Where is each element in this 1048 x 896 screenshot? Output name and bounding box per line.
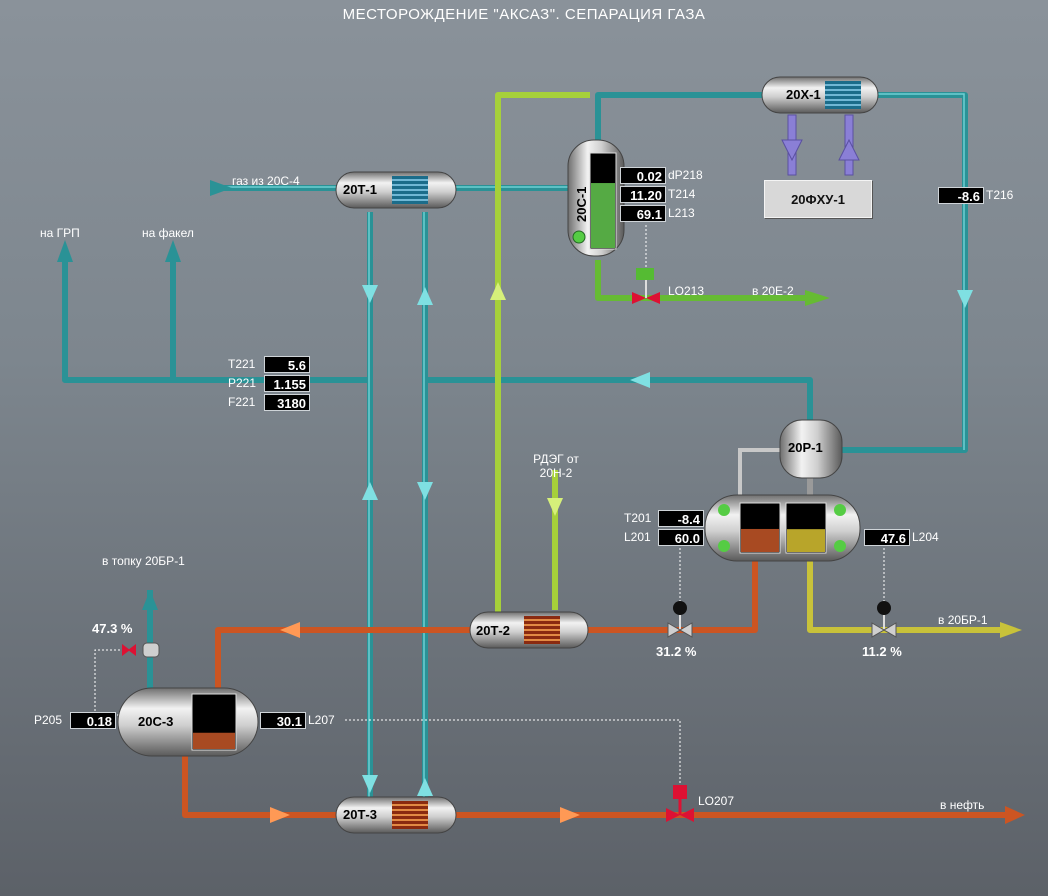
screen-title: МЕСТОРОЖДЕНИЕ "АКСАЗ". СЕПАРАЦИЯ ГАЗА bbox=[342, 6, 706, 23]
tag-p221: P221 bbox=[228, 376, 257, 390]
tag-l204: L204 bbox=[912, 530, 939, 544]
readout-f221[interactable]: 3180 bbox=[264, 394, 310, 411]
label-rdeg-line1: РДЭГ от bbox=[533, 452, 579, 466]
label-to-br1: в 20БР-1 bbox=[938, 613, 988, 627]
valve-v201[interactable] bbox=[667, 601, 693, 638]
tag-t216: T216 bbox=[986, 188, 1014, 202]
label-to-furnace: в топку 20БР-1 bbox=[102, 554, 185, 568]
readout-l213[interactable]: 69.1 bbox=[620, 205, 666, 222]
tag-t201: T201 bbox=[624, 511, 652, 525]
readout-l201[interactable]: 60.0 bbox=[658, 529, 704, 546]
readout-l204[interactable]: 47.6 bbox=[864, 529, 910, 546]
label-20t3: 20Т-3 bbox=[343, 807, 377, 822]
heat-exchanger-20t3[interactable] bbox=[335, 796, 457, 834]
signal-lines bbox=[94, 225, 885, 790]
label-20p1: 20Р-1 bbox=[788, 440, 823, 455]
readout-t201[interactable]: -8.4 bbox=[658, 510, 704, 527]
readout-t221[interactable]: 5.6 bbox=[264, 356, 310, 373]
valve-v204-opening: 11.2 % bbox=[862, 644, 902, 659]
heat-exchanger-20t1[interactable] bbox=[335, 171, 457, 209]
separator-20c3[interactable] bbox=[117, 687, 259, 757]
tag-l207: L207 bbox=[308, 713, 335, 727]
label-rdeg: РДЭГ от 20Н-2 bbox=[524, 452, 588, 480]
label-20x1: 20Х-1 bbox=[786, 87, 821, 102]
unit-20fhu1[interactable]: 20ФХУ-1 bbox=[764, 180, 872, 218]
label-lo207: LO207 bbox=[698, 794, 735, 808]
label-lo213: LO213 bbox=[668, 284, 705, 298]
label-20t1: 20Т-1 bbox=[343, 182, 377, 197]
tag-dp218: dP218 bbox=[668, 168, 703, 182]
valve-v205-opening: 47.3 % bbox=[92, 621, 133, 636]
tag-l201: L201 bbox=[624, 530, 651, 544]
three-phase-separator[interactable] bbox=[704, 494, 861, 562]
label-gas-in: газ из 20С-4 bbox=[232, 174, 300, 188]
valve-v205[interactable] bbox=[122, 642, 160, 658]
readout-t216[interactable]: -8.6 bbox=[938, 187, 984, 204]
vessel-20p1[interactable] bbox=[779, 419, 843, 479]
valve-lo213[interactable] bbox=[632, 268, 660, 304]
gas-pipes bbox=[62, 92, 968, 800]
label-20t2: 20Т-2 bbox=[476, 623, 510, 638]
label-rdeg-line2: 20Н-2 bbox=[539, 466, 573, 480]
label-to-oil: в нефть bbox=[940, 798, 985, 812]
tag-f221: F221 bbox=[228, 395, 256, 409]
readout-t214[interactable]: 11.20 bbox=[620, 186, 666, 203]
valve-v204[interactable] bbox=[871, 601, 897, 638]
flow-arrows bbox=[57, 180, 1025, 824]
heat-exchanger-20t2[interactable] bbox=[469, 611, 589, 649]
label-to-e2: в 20Е-2 bbox=[752, 284, 794, 298]
tag-t221: T221 bbox=[228, 357, 256, 371]
valve-lo207[interactable] bbox=[666, 785, 694, 822]
separator-20c1[interactable] bbox=[567, 139, 625, 257]
tag-t214: T214 bbox=[668, 187, 696, 201]
readout-p221[interactable]: 1.155 bbox=[264, 375, 310, 392]
oil-pipes bbox=[182, 555, 1005, 818]
tag-p205: P205 bbox=[34, 713, 63, 727]
valve-v201-opening: 31.2 % bbox=[656, 644, 697, 659]
readout-p205[interactable]: 0.18 bbox=[70, 712, 116, 729]
readout-l207[interactable]: 30.1 bbox=[260, 712, 306, 729]
label-20c3: 20С-3 bbox=[138, 714, 174, 729]
label-to-grp: на ГРП bbox=[40, 226, 80, 240]
label-to-flare: на факел bbox=[142, 226, 194, 240]
label-20c1: 20С-1 bbox=[574, 186, 589, 222]
vessel-20x1[interactable] bbox=[761, 76, 879, 176]
readout-dp218[interactable]: 0.02 bbox=[620, 167, 666, 184]
glycol-pipes bbox=[495, 92, 590, 620]
tag-l213: L213 bbox=[668, 206, 695, 220]
